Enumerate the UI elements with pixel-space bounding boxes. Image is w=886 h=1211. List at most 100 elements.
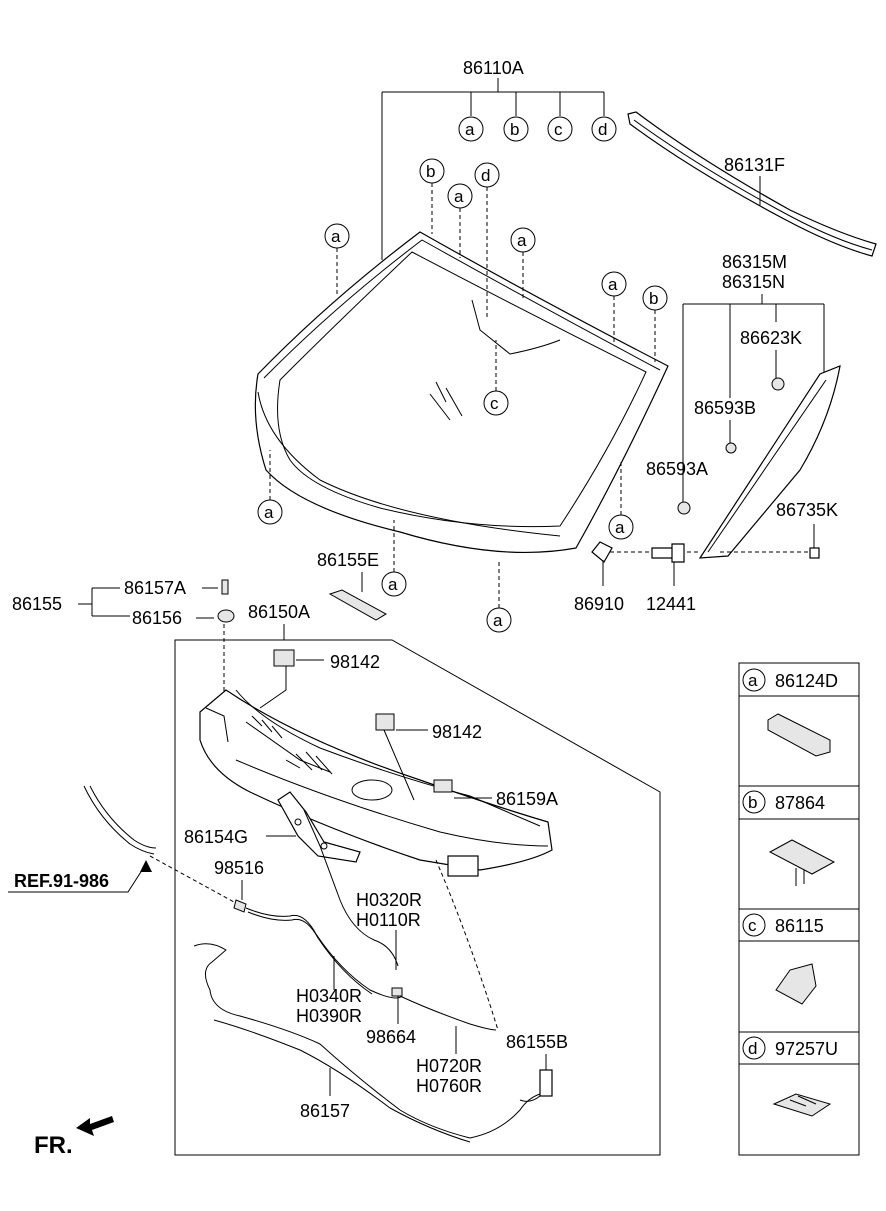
- bracket-86154g[interactable]: [277, 791, 361, 863]
- label-98142-b[interactable]: 98142: [432, 722, 482, 742]
- kit-callout-c[interactable]: c: [547, 116, 573, 142]
- svg-text:a: a: [608, 275, 618, 294]
- callout-a-bottom1[interactable]: a: [381, 571, 407, 597]
- label-h0390r[interactable]: H0390R: [296, 1006, 362, 1026]
- svg-text:a: a: [748, 671, 758, 690]
- callout-d-top[interactable]: d: [474, 162, 500, 188]
- label-98664[interactable]: 98664: [366, 1027, 416, 1047]
- callout-a-top[interactable]: a: [447, 183, 473, 209]
- label-86155e[interactable]: 86155E: [317, 550, 379, 570]
- label-86155[interactable]: 86155: [12, 594, 62, 614]
- callout-c-center[interactable]: c: [483, 390, 509, 416]
- label-86154g[interactable]: 86154G: [184, 827, 248, 847]
- callout-a-mid[interactable]: a: [510, 227, 536, 253]
- legend-part-86124d: 86124D: [775, 671, 838, 691]
- clip-86910[interactable]: [591, 541, 613, 563]
- label-12441[interactable]: 12441: [646, 594, 696, 614]
- label-sticker-86159a[interactable]: [433, 779, 492, 799]
- block-86115-icon: [775, 963, 817, 1005]
- label-h0110r[interactable]: H0110R: [356, 910, 421, 930]
- label-86159a[interactable]: 86159A: [496, 789, 558, 809]
- callout-a-right[interactable]: a: [601, 271, 627, 297]
- washer-hoses[interactable]: [149, 809, 553, 1143]
- callout-a-lowright[interactable]: a: [608, 514, 634, 540]
- front-indicator: FR.: [34, 1116, 114, 1159]
- svg-text:a: a: [493, 611, 503, 630]
- label-98516[interactable]: 98516: [214, 858, 264, 878]
- svg-text:d: d: [598, 120, 607, 139]
- label-86156[interactable]: 86156: [132, 608, 182, 628]
- screw-12441[interactable]: [651, 543, 685, 563]
- svg-text:b: b: [748, 793, 757, 812]
- cowl-panel[interactable]: [199, 689, 553, 877]
- svg-text:a: a: [517, 231, 527, 250]
- label-98142-a[interactable]: 98142: [330, 652, 380, 672]
- label-86593b[interactable]: 86593B: [694, 398, 756, 418]
- legend-row-a[interactable]: a 86124D: [742, 668, 838, 757]
- legend-part-97257u: 97257U: [775, 1039, 838, 1059]
- legend-part-86115: 86115: [775, 916, 824, 936]
- windshield-glass[interactable]: [254, 231, 669, 554]
- svg-text:a: a: [615, 518, 625, 537]
- ref-hose: [83, 785, 157, 855]
- label-h0720r[interactable]: H0720R: [416, 1056, 482, 1076]
- legend-row-d[interactable]: d 97257U: [742, 1036, 838, 1117]
- nozzle-86156[interactable]: [217, 609, 235, 623]
- connector-98664[interactable]: [391, 987, 403, 997]
- cowl-frame: [174, 639, 661, 1156]
- label-86910[interactable]: 86910: [574, 594, 624, 614]
- label-86315m[interactable]: 86315M: [722, 252, 787, 272]
- label-h0760r[interactable]: H0760R: [416, 1076, 482, 1096]
- front-label: FR.: [34, 1132, 73, 1159]
- label-h0320r[interactable]: H0320R: [356, 890, 422, 910]
- svg-text:b: b: [426, 162, 435, 181]
- label-86157a[interactable]: 86157A: [124, 578, 186, 598]
- legend-row-c[interactable]: c 86115: [742, 913, 824, 1005]
- svg-text:d: d: [481, 166, 490, 185]
- nozzle-assembly: 86155 86157A 86156 86150A: [12, 578, 310, 720]
- valve-98516[interactable]: [233, 899, 247, 913]
- label-86623k[interactable]: 86623K: [740, 328, 802, 348]
- roof-moulding[interactable]: 86131F: [627, 111, 877, 257]
- strip-86155e[interactable]: 86155E: [317, 550, 388, 621]
- legend-table: a 86124D b 87864 c 86115 d 97257U: [738, 662, 860, 1156]
- label-86157[interactable]: 86157: [300, 1101, 350, 1121]
- label-86593a[interactable]: 86593A: [646, 459, 708, 479]
- label-86315n[interactable]: 86315N: [722, 272, 785, 292]
- front-arrow-icon: [76, 1116, 114, 1136]
- label-86110a[interactable]: 86110A: [463, 58, 524, 78]
- svg-text:b: b: [649, 289, 658, 308]
- callout-b-right[interactable]: b: [642, 285, 668, 311]
- label-86150a[interactable]: 86150A: [248, 602, 310, 622]
- kit-callout-d[interactable]: d: [591, 116, 617, 142]
- pad-86124d-icon: [767, 713, 831, 757]
- callout-a-left[interactable]: a: [324, 223, 350, 249]
- kit-callout-a[interactable]: a: [458, 116, 484, 142]
- svg-text:a: a: [388, 575, 398, 594]
- glass-callouts: a b a d a a b c a a a a: [257, 158, 668, 633]
- clip-87864-icon: [768, 839, 836, 875]
- ref-91-986-link[interactable]: REF.91-986: [14, 871, 109, 891]
- label-86735k[interactable]: 86735K: [776, 500, 838, 520]
- pillar-garnish-group: 86315M 86315N 86623K 86593B 86593A 86735…: [574, 252, 841, 614]
- legend-row-b[interactable]: b 87864: [742, 790, 836, 886]
- label-86131f[interactable]: 86131F: [724, 155, 785, 175]
- svg-text:a: a: [331, 227, 341, 246]
- callout-b-top[interactable]: b: [419, 158, 445, 184]
- callout-a-bottom2[interactable]: a: [486, 607, 512, 633]
- svg-text:d: d: [748, 1039, 757, 1058]
- svg-text:a: a: [454, 187, 464, 206]
- legend-part-87864: 87864: [775, 793, 825, 813]
- motor-98142-b[interactable]: [375, 713, 428, 801]
- label-86155b[interactable]: 86155B: [506, 1032, 568, 1052]
- svg-text:b: b: [510, 120, 519, 139]
- kit-callout-b[interactable]: b: [503, 116, 529, 142]
- svg-text:c: c: [554, 120, 563, 139]
- svg-text:a: a: [264, 503, 274, 522]
- svg-text:c: c: [490, 394, 499, 413]
- motor-98142-a[interactable]: [259, 649, 324, 709]
- label-h0340r[interactable]: H0340R: [296, 986, 362, 1006]
- svg-text:a: a: [465, 120, 475, 139]
- callout-a-lowleft[interactable]: a: [257, 499, 283, 525]
